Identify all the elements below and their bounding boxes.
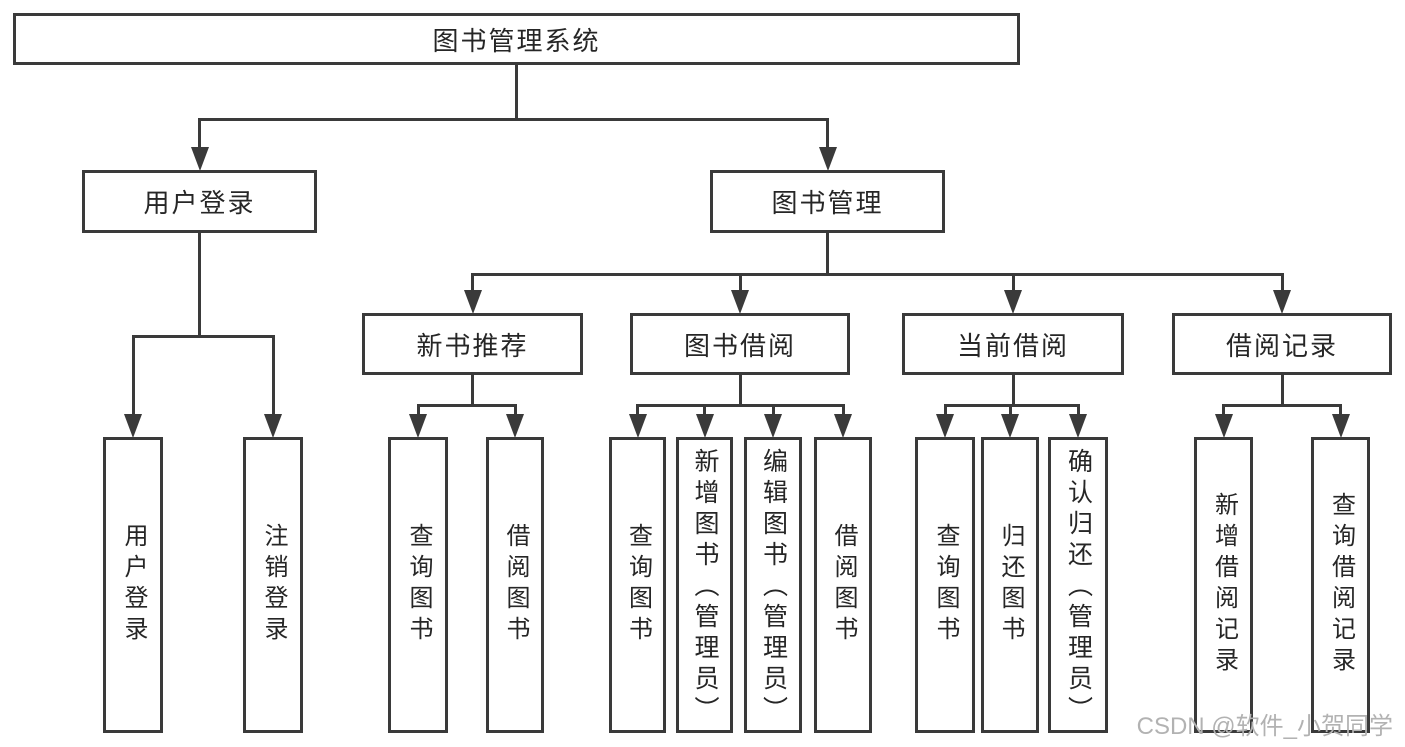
connector-shaft-book-borrow [738, 274, 742, 290]
node-label: 借阅图书 [502, 523, 529, 647]
arrow-down-icon-record-add [1214, 414, 1233, 438]
connector-rail-book-mgmt [471, 272, 1284, 276]
node-rec-query-books: 查询图书 [388, 437, 448, 733]
node-borrow-edit-books-admin: 编辑图书（管理员） [744, 437, 802, 733]
arrow-down-icon-borrow-add-books-admin [695, 414, 714, 438]
node-borrow-add-books-admin: 新增图书（管理员） [676, 437, 733, 733]
arrow-down-icon-borrow-query-books [628, 414, 647, 438]
node-record-query: 查询借阅记录 [1311, 437, 1370, 733]
arrow-down-icon-logout-leaf [264, 414, 282, 438]
node-current-borrow: 当前借阅 [902, 313, 1124, 375]
csdn-watermark: CSDN @软件_小贺同学 [1136, 713, 1393, 740]
node-root: 图书管理系统 [13, 13, 1020, 65]
node-user-login: 用户登录 [82, 170, 317, 233]
arrow-down-icon-cur-confirm-return [1069, 414, 1087, 438]
node-label: 图书管理 [771, 188, 884, 218]
node-label: 借阅记录 [1225, 330, 1338, 361]
node-cur-query-books: 查询图书 [915, 437, 975, 733]
connector-rail-current-borrow [943, 403, 1080, 407]
node-record-add: 新增借阅记录 [1194, 437, 1253, 733]
arrow-down-icon-book-mgmt [818, 147, 837, 171]
node-cur-return-books: 归还图书 [981, 437, 1039, 733]
arrow-down-icon-book-borrow [731, 290, 749, 314]
connector-shaft-cur-confirm-return [1076, 405, 1080, 414]
connector-rail-borrow-record [1222, 403, 1342, 407]
node-book-borrow: 图书借阅 [630, 313, 850, 375]
node-label: 新书推荐 [416, 330, 529, 361]
arrow-down-icon-borrow-borrow-books [834, 414, 852, 438]
node-label: 归还图书 [997, 523, 1024, 647]
node-new-book-rec: 新书推荐 [362, 313, 583, 375]
node-label: 图书管理系统 [432, 25, 601, 56]
connector-stub-book-mgmt [826, 233, 829, 274]
connector-rail-user-login [131, 334, 275, 338]
node-logout-leaf: 注销登录 [243, 437, 303, 733]
node-label: 查询图书 [624, 523, 652, 647]
connector-rail-book-borrow [636, 403, 845, 407]
arrow-down-icon-record-query [1331, 414, 1350, 438]
node-rec-borrow-books: 借阅图书 [486, 437, 544, 733]
connector-stub-root [515, 65, 518, 119]
node-label: 确认归还（管理员） [1064, 448, 1093, 727]
connector-shaft-record-add [1222, 405, 1225, 414]
node-label: 查询图书 [932, 523, 959, 647]
node-label: 当前借阅 [956, 330, 1069, 361]
connector-shaft-cur-return-books [1008, 405, 1012, 414]
connector-stub-borrow-record [1280, 375, 1284, 405]
node-book-mgmt: 图书管理 [710, 170, 945, 233]
connector-stub-user-login [198, 233, 201, 336]
arrow-down-icon-borrow-record [1273, 290, 1291, 314]
node-label: 查询图书 [405, 523, 432, 647]
connector-shaft-borrow-borrow-books [841, 405, 845, 414]
connector-shaft-record-query [1339, 405, 1342, 414]
node-borrow-query-books: 查询图书 [609, 437, 666, 733]
node-label: 查询借阅记录 [1327, 492, 1355, 678]
connector-shaft-current-borrow [1011, 274, 1015, 290]
arrow-down-icon-cur-query-books [936, 414, 954, 438]
arrow-down-icon-rec-borrow-books [506, 414, 524, 438]
node-borrow-record: 借阅记录 [1172, 313, 1392, 375]
connector-shaft-rec-query-books [416, 405, 420, 414]
connector-shaft-borrow-add-books-admin [703, 405, 706, 414]
connector-rail-root [198, 117, 829, 121]
node-label: 借阅图书 [830, 523, 857, 647]
connector-shaft-rec-borrow-books [513, 405, 517, 414]
node-label: 新增图书（管理员） [691, 448, 719, 727]
arrow-down-icon-user-login [190, 147, 209, 171]
node-cur-confirm-return: 确认归还（管理员） [1048, 437, 1108, 733]
connector-shaft-user-login [198, 119, 201, 147]
connector-shaft-borrow-query-books [636, 405, 639, 414]
connector-stub-book-borrow [738, 375, 742, 405]
node-label: 用户登录 [120, 523, 147, 647]
connector-shaft-borrow-record [1280, 274, 1284, 290]
node-label: 编辑图书（管理员） [759, 448, 788, 727]
arrow-down-icon-new-book-rec [463, 290, 482, 314]
arrow-down-icon-cur-return-books [1001, 414, 1019, 438]
arrow-down-icon-current-borrow [1004, 290, 1022, 314]
connector-shaft-logout-leaf [271, 336, 275, 414]
arrow-down-icon-borrow-edit-books-admin [764, 414, 782, 438]
connector-shaft-new-book-rec [471, 274, 474, 290]
connector-shaft-borrow-edit-books-admin [771, 405, 775, 414]
connector-rail-new-book-rec [416, 403, 517, 407]
node-user-login-leaf: 用户登录 [103, 437, 163, 733]
connector-stub-current-borrow [1011, 375, 1015, 405]
node-label: 新增借阅记录 [1210, 492, 1238, 678]
connector-shaft-book-mgmt [826, 119, 829, 147]
connector-shaft-cur-query-books [943, 405, 947, 414]
arrow-down-icon-user-login-leaf [124, 414, 142, 438]
connector-shaft-user-login-leaf [131, 336, 135, 414]
node-label: 用户登录 [143, 188, 256, 218]
connector-stub-new-book-rec [471, 375, 474, 405]
node-label: 图书借阅 [683, 330, 796, 361]
node-label: 注销登录 [260, 523, 287, 647]
node-borrow-borrow-books: 借阅图书 [814, 437, 872, 733]
arrow-down-icon-rec-query-books [409, 414, 427, 438]
